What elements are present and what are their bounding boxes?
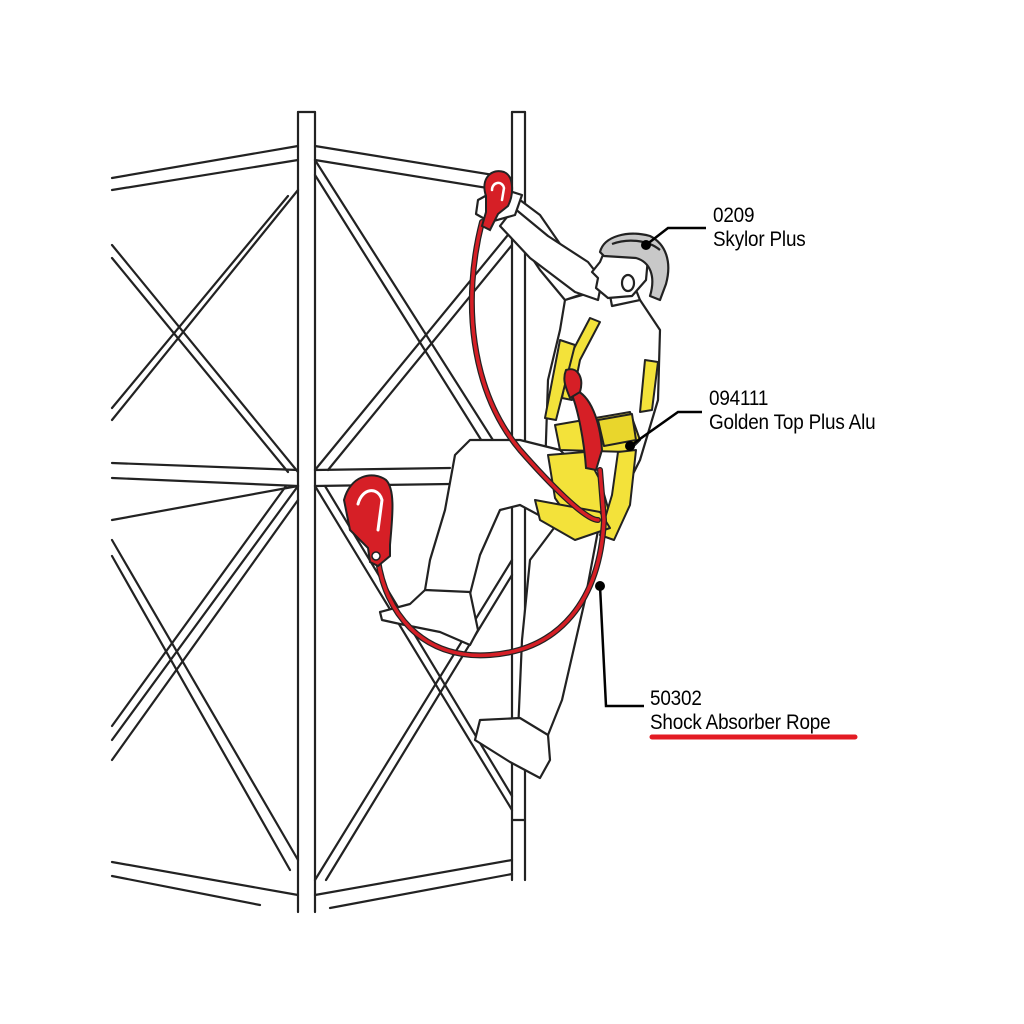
callout-helmet: 0209 Skylor Plus: [713, 204, 806, 252]
leader-dot-harness: [625, 441, 635, 451]
rear-shoe: [473, 716, 552, 780]
harness-rear-loop: [599, 449, 637, 541]
ear: [620, 273, 636, 293]
leader-harness: [629, 410, 702, 448]
harness-back-strap: [639, 359, 659, 413]
front-shoe: [378, 588, 480, 647]
lower-connector: [342, 474, 394, 568]
rope-code: 50302: [650, 687, 702, 710]
leader-rope: [598, 585, 644, 708]
callout-rope[interactable]: 50302 Shock Absorber Rope: [650, 687, 831, 735]
callout-harness: 094111 Golden Top Plus Alu: [709, 387, 876, 435]
harness-code: 094111: [709, 387, 769, 410]
attachment-carabiner: [563, 368, 583, 400]
helmet: [598, 232, 670, 302]
helmet-name: Skylor Plus: [713, 228, 806, 251]
lattice-tower: [110, 110, 527, 914]
harness-name: Golden Top Plus Alu: [709, 411, 876, 434]
leader-dot-rope: [595, 581, 605, 591]
helmet-code: 0209: [713, 204, 755, 227]
harness-waist-pad: [597, 413, 637, 447]
harness-chest-strap: [544, 339, 576, 421]
front-arm: [498, 206, 604, 302]
leader-dot-helmet: [641, 240, 651, 250]
harness-lower-strap: [534, 499, 611, 541]
shock-absorber-lanyard: [342, 170, 608, 659]
absorber-sleeve: [570, 388, 604, 472]
rope-name: Shock Absorber Rope: [650, 711, 831, 734]
callout-leaders: [598, 226, 706, 708]
leader-helmet: [645, 226, 706, 246]
